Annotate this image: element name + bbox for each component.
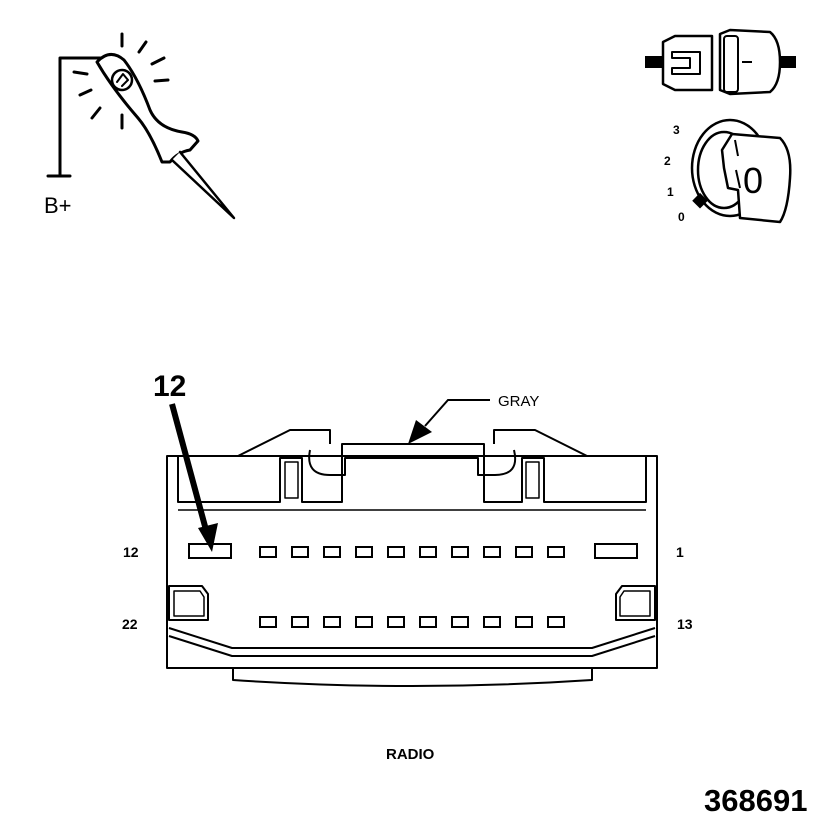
terminal-6 [419,546,437,558]
radio-connector [166,429,658,687]
color-leader-arrow [408,399,490,444]
terminal-9 [323,546,341,558]
connector-color-label: GRAY [498,393,540,410]
connector-name: RADIO [386,746,435,763]
terminal-row-top [188,543,638,559]
terminal-1 [594,543,638,559]
terminal-4 [483,546,501,558]
ignition-position-3: 3 [673,123,680,137]
terminal-3 [515,546,533,558]
figure-id: 368691 [704,783,808,818]
terminal-18 [355,616,373,628]
test-light-probe-icon [46,32,236,220]
pin-label-bottom-right: 13 [677,616,693,632]
terminal-13b [547,616,565,628]
terminal-10 [291,546,309,558]
ignition-position-2: 2 [664,154,671,168]
connector-disconnect-icon [645,28,796,96]
pin-callout-arrow [169,403,218,552]
callout-pin-number: 12 [153,370,187,403]
terminal-5 [451,546,469,558]
ignition-position-0: 0 [678,210,685,224]
ignition-key-glyph: 0 [743,160,764,201]
terminal-19 [323,616,341,628]
terminal-13 [515,616,533,628]
terminal-11 [259,546,277,558]
terminal-17 [387,616,405,628]
terminal-14 [483,616,501,628]
pin-label-top-left: 12 [123,544,139,560]
b-plus-label: B+ [44,193,72,218]
terminal-row-bottom [259,616,565,628]
terminal-16 [419,616,437,628]
terminal-7 [387,546,405,558]
terminal-21 [259,616,277,628]
terminal-2 [547,546,565,558]
terminal-15 [451,616,469,628]
terminal-8 [355,546,373,558]
ignition-position-1: 1 [667,185,674,199]
ignition-switch-icon [690,118,792,224]
pin-label-top-right: 1 [676,544,684,560]
terminal-20 [291,616,309,628]
pin-label-bottom-left: 22 [122,616,138,632]
